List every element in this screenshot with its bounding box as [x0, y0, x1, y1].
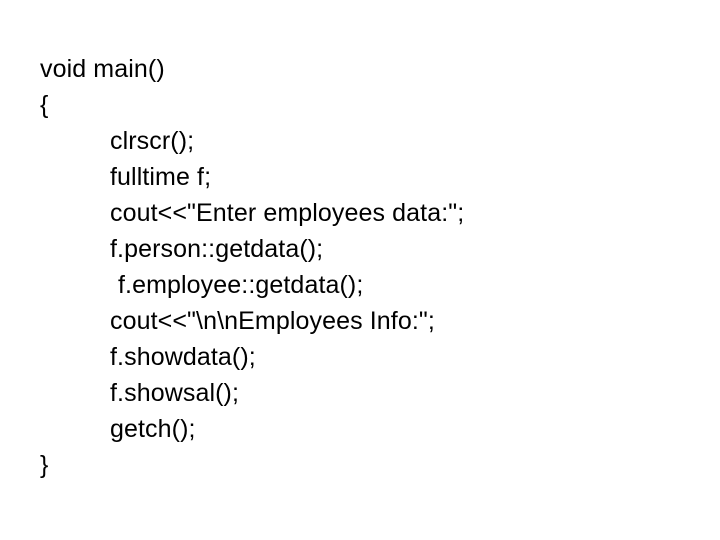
code-line: }: [40, 451, 49, 479]
code-line: getch();: [110, 415, 196, 443]
code-line: f.employee::getdata();: [118, 271, 364, 299]
code-line: f.showsal();: [110, 379, 240, 407]
code-line: cout<<"Enter employees data:";: [110, 199, 465, 227]
code-line: f.showdata();: [110, 343, 256, 371]
code-line: {: [40, 91, 49, 119]
code-line: fulltime f;: [110, 163, 212, 191]
code-line: clrscr();: [110, 127, 195, 155]
code-line: void main(): [40, 55, 165, 83]
code-line: f.person::getdata();: [110, 235, 324, 263]
code-line: cout<<"\n\nEmployees Info:";: [110, 307, 435, 335]
code-block: void main() { clrscr(); fulltime f; cout<<"E…: [0, 13, 720, 483]
